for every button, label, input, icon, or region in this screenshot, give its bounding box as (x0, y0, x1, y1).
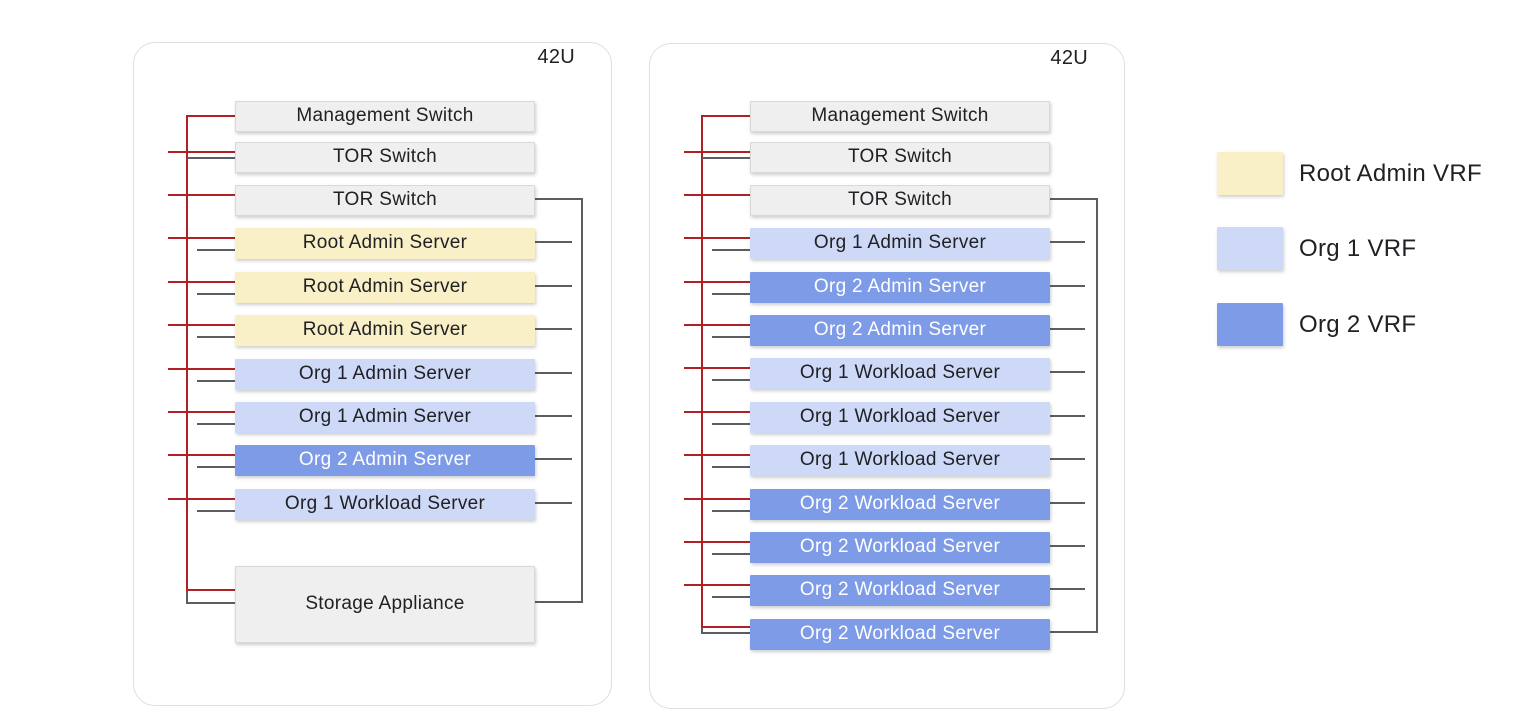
legend-swatch-org1-vrf (1217, 227, 1283, 270)
rack-1-unit-management-switch: Management Switch (235, 100, 535, 132)
rack-2-unit-org-1-workload-server: Org 1 Workload Server (750, 357, 1050, 389)
legend-swatch-root-admin-vrf (1217, 152, 1283, 195)
rack-2-unit-org-2-workload-server: Org 2 Workload Server (750, 488, 1050, 520)
rack-1-unit-root-admin-server: Root Admin Server (235, 271, 535, 303)
rack-2-unit-org-1-admin-server: Org 1 Admin Server (750, 227, 1050, 259)
legend-item-org1-vrf: Org 1 VRF (1217, 227, 1416, 270)
legend-label: Org 2 VRF (1299, 310, 1417, 338)
rack-2-unit-org-2-admin-server: Org 2 Admin Server (750, 314, 1050, 346)
rack-2-unit-org-2-workload-server: Org 2 Workload Server (750, 574, 1050, 606)
data-network-lines (186, 157, 1098, 634)
rack-1-unit-root-admin-server: Root Admin Server (235, 314, 535, 346)
rack-1-capacity-label: 42U (537, 46, 575, 68)
rack-1-unit-org-1-workload-server: Org 1 Workload Server (235, 488, 535, 520)
rack-2: 42U (649, 43, 1125, 709)
rack-1-unit-tor-switch: TOR Switch (235, 141, 535, 173)
legend-item-root-admin-vrf: Root Admin VRF (1217, 152, 1482, 195)
management-network-lines (168, 115, 750, 628)
rack-2-unit-org-2-workload-server: Org 2 Workload Server (750, 531, 1050, 563)
legend-item-org2-vrf: Org 2 VRF (1217, 303, 1416, 346)
rack-1-unit-storage-appliance: Storage Appliance (235, 565, 535, 643)
rack-1-unit-org-1-admin-server: Org 1 Admin Server (235, 358, 535, 390)
rack-2-unit-org-1-workload-server: Org 1 Workload Server (750, 444, 1050, 476)
legend-swatch-org2-vrf (1217, 303, 1283, 346)
rack-2-unit-org-2-workload-server: Org 2 Workload Server (750, 618, 1050, 650)
rack-2-unit-tor-switch: TOR Switch (750, 184, 1050, 216)
rack-1-unit-org-1-admin-server: Org 1 Admin Server (235, 401, 535, 433)
rack-2-unit-tor-switch: TOR Switch (750, 141, 1050, 173)
rack-2-unit-org-2-admin-server: Org 2 Admin Server (750, 271, 1050, 303)
legend-label: Root Admin VRF (1299, 159, 1482, 187)
legend-label: Org 1 VRF (1299, 234, 1417, 262)
rack-2-unit-org-1-workload-server: Org 1 Workload Server (750, 401, 1050, 433)
rack-1: 42U (133, 42, 612, 706)
rack-1-unit-org-2-admin-server: Org 2 Admin Server (235, 444, 535, 476)
rack-2-unit-management-switch: Management Switch (750, 100, 1050, 132)
rack-2-capacity-label: 42U (1050, 47, 1088, 69)
rack-1-unit-tor-switch: TOR Switch (235, 184, 535, 216)
rack-1-unit-root-admin-server: Root Admin Server (235, 227, 535, 259)
